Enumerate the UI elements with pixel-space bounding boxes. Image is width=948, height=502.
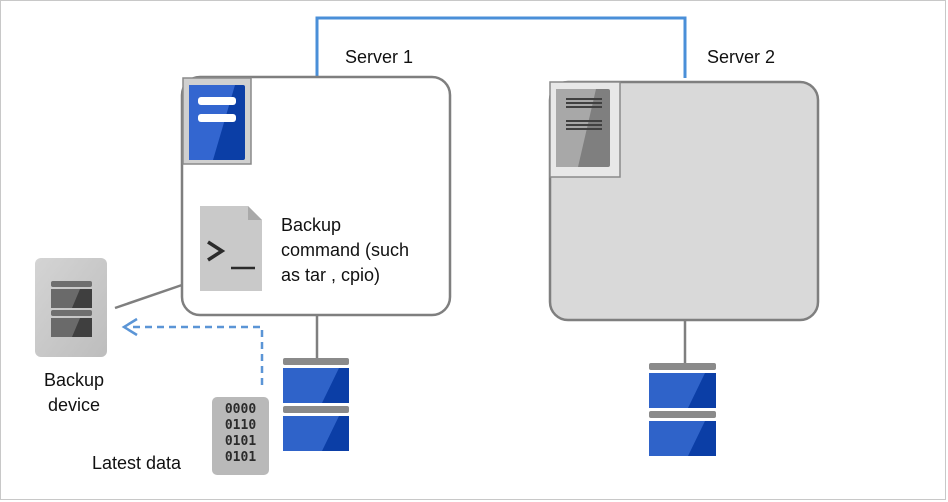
latest-data-label: Latest data xyxy=(92,453,182,473)
network-link xyxy=(315,16,687,78)
backup-command-line-3: as tar , cpio) xyxy=(281,265,381,285)
server1-label: Server 1 xyxy=(345,47,414,67)
server2-label: Server 2 xyxy=(707,47,776,67)
server1-shared-disk-icon xyxy=(283,358,349,451)
server2-standby-icon xyxy=(549,81,621,178)
backup-device-link xyxy=(114,283,183,310)
command-file-icon xyxy=(200,206,262,291)
copy-arrow xyxy=(130,325,264,385)
binary-row: 0110 xyxy=(224,418,257,433)
backup-device-label-line-2: device xyxy=(47,395,101,415)
binary-row: 0101 xyxy=(224,450,257,465)
backup-command-line-1: Backup xyxy=(281,215,342,235)
backup-device-icon xyxy=(35,258,107,357)
backup-device-label-line-1: Backup xyxy=(43,370,105,390)
binary-row: 0000 xyxy=(224,402,257,417)
server2-shared-disk-icon xyxy=(649,363,716,456)
binary-digits: 0000 0110 0101 0101 xyxy=(212,402,269,466)
copy-arrowhead xyxy=(121,317,138,337)
server1-active-icon xyxy=(182,77,252,165)
backup-command-line-2: command (such xyxy=(281,240,410,260)
latest-data-icon xyxy=(212,397,269,475)
binary-row: 0101 xyxy=(224,434,257,449)
